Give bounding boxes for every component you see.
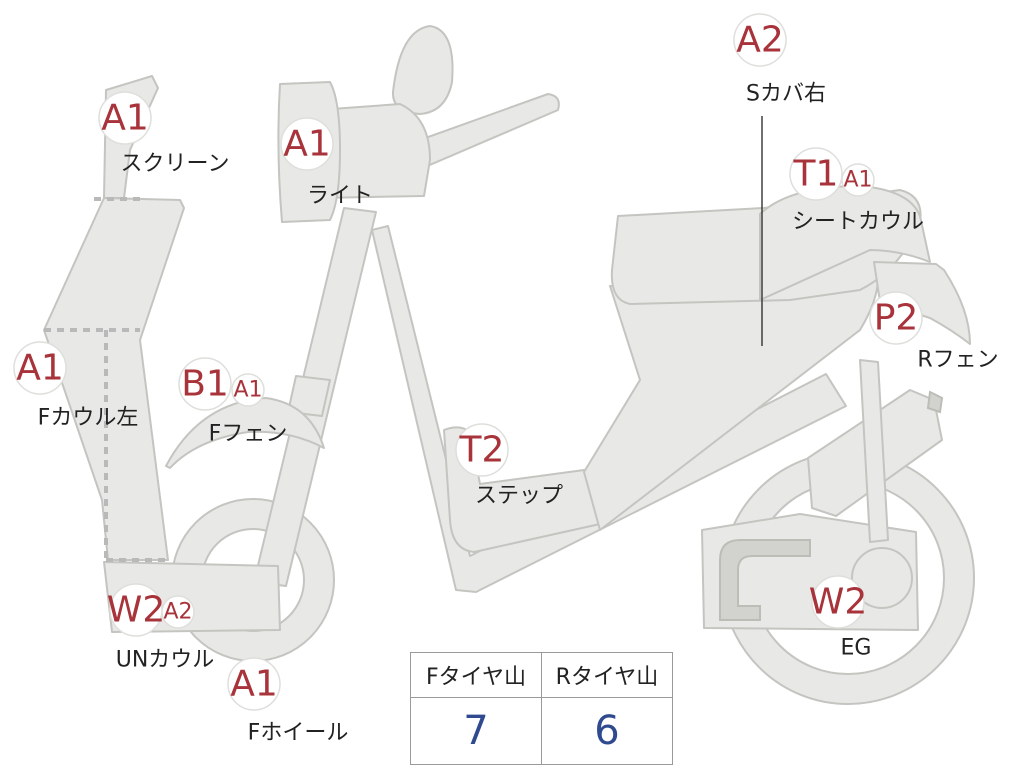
- badge-light: A1 ライト: [280, 117, 373, 209]
- badge-side-cover-right: A2 Sカバ右: [733, 13, 826, 107]
- badge-seat-cowl: T1 A1 シートカウル: [789, 147, 924, 235]
- badge-under-cowl: W2 A2 UNカウル: [107, 583, 215, 673]
- badge-front-wheel: A1 Fホイール: [227, 657, 349, 746]
- label-rear-fender: Rフェン: [917, 348, 998, 373]
- label-under-cowl: UNカウル: [116, 648, 215, 673]
- label-engine: EG: [841, 636, 872, 661]
- rear-hub: [851, 547, 913, 609]
- label-front-fender: Fフェン: [209, 422, 288, 447]
- rear-tire-tread-value: 6: [541, 697, 673, 765]
- code-rear-fender-1: P2: [874, 298, 919, 339]
- code-seat-cowl-1: T1: [793, 154, 839, 195]
- code-step-1: T2: [459, 430, 505, 471]
- label-seat-cowl: シートカウル: [792, 210, 924, 235]
- handlebar: [391, 93, 560, 177]
- badge-rear-fender: P2 Rフェン: [869, 291, 999, 373]
- front-tire-tread-header: Fタイヤ山: [410, 652, 542, 698]
- handle-cover: [317, 103, 431, 199]
- label-front-wheel: Fホイール: [248, 721, 349, 746]
- damage-badges: A1 スクリーン A1 ライト A1 Fカウル左 B1 A1 Fフェン W2: [13, 13, 999, 746]
- code-front-wheel-1: A1: [230, 664, 278, 705]
- rear-tire-tread-header: Rタイヤ山: [541, 652, 673, 698]
- code-under-cowl-1: W2: [107, 590, 166, 631]
- part-division-lines: [44, 197, 170, 562]
- mirror: [391, 25, 454, 115]
- code-screen-1: A1: [101, 98, 149, 139]
- front-fender: [165, 397, 325, 469]
- exhaust-pipe: [719, 539, 811, 621]
- tire-tread-table: Fタイヤ山 Rタイヤ山 7 6: [410, 652, 673, 765]
- muffler-tip: [926, 390, 944, 414]
- code-seat-cowl-2: A1: [843, 168, 872, 193]
- label-step: ステップ: [475, 484, 563, 509]
- code-light-1: A1: [283, 124, 331, 165]
- front-tire-tread-value: 7: [410, 697, 542, 765]
- badge-step: T2 ステップ: [455, 423, 563, 509]
- code-front-fender-1: B1: [181, 364, 229, 405]
- code-front-fender-2: A1: [233, 378, 262, 403]
- rear-fender: [873, 261, 971, 345]
- label-screen: スクリーン: [121, 152, 230, 177]
- label-light: ライト: [307, 184, 373, 209]
- code-engine-1: W2: [809, 582, 868, 623]
- label-side-cover-right: Sカバ右: [746, 82, 826, 107]
- front-cowl: [43, 197, 185, 561]
- fork-bracket: [287, 375, 331, 417]
- code-side-cover-right-1: A2: [736, 20, 784, 61]
- badge-engine: W2 EG: [809, 575, 872, 661]
- label-front-cowl-left: Fカウル左: [38, 406, 139, 431]
- badge-front-cowl-left: A1 Fカウル左: [13, 341, 139, 431]
- code-front-cowl-left-1: A1: [16, 348, 64, 389]
- code-under-cowl-2: A2: [163, 600, 192, 625]
- badge-screen: A1 スクリーン: [98, 91, 230, 177]
- badge-front-fender: B1 A1 Fフェン: [178, 357, 288, 447]
- tread-table-header-row: Fタイヤ山 Rタイヤ山: [410, 652, 673, 698]
- seat-cowl: [759, 185, 931, 301]
- scooter-illustration: [43, 25, 975, 705]
- tread-table-value-row: 7 6: [410, 697, 673, 765]
- rear-shock: [859, 359, 889, 543]
